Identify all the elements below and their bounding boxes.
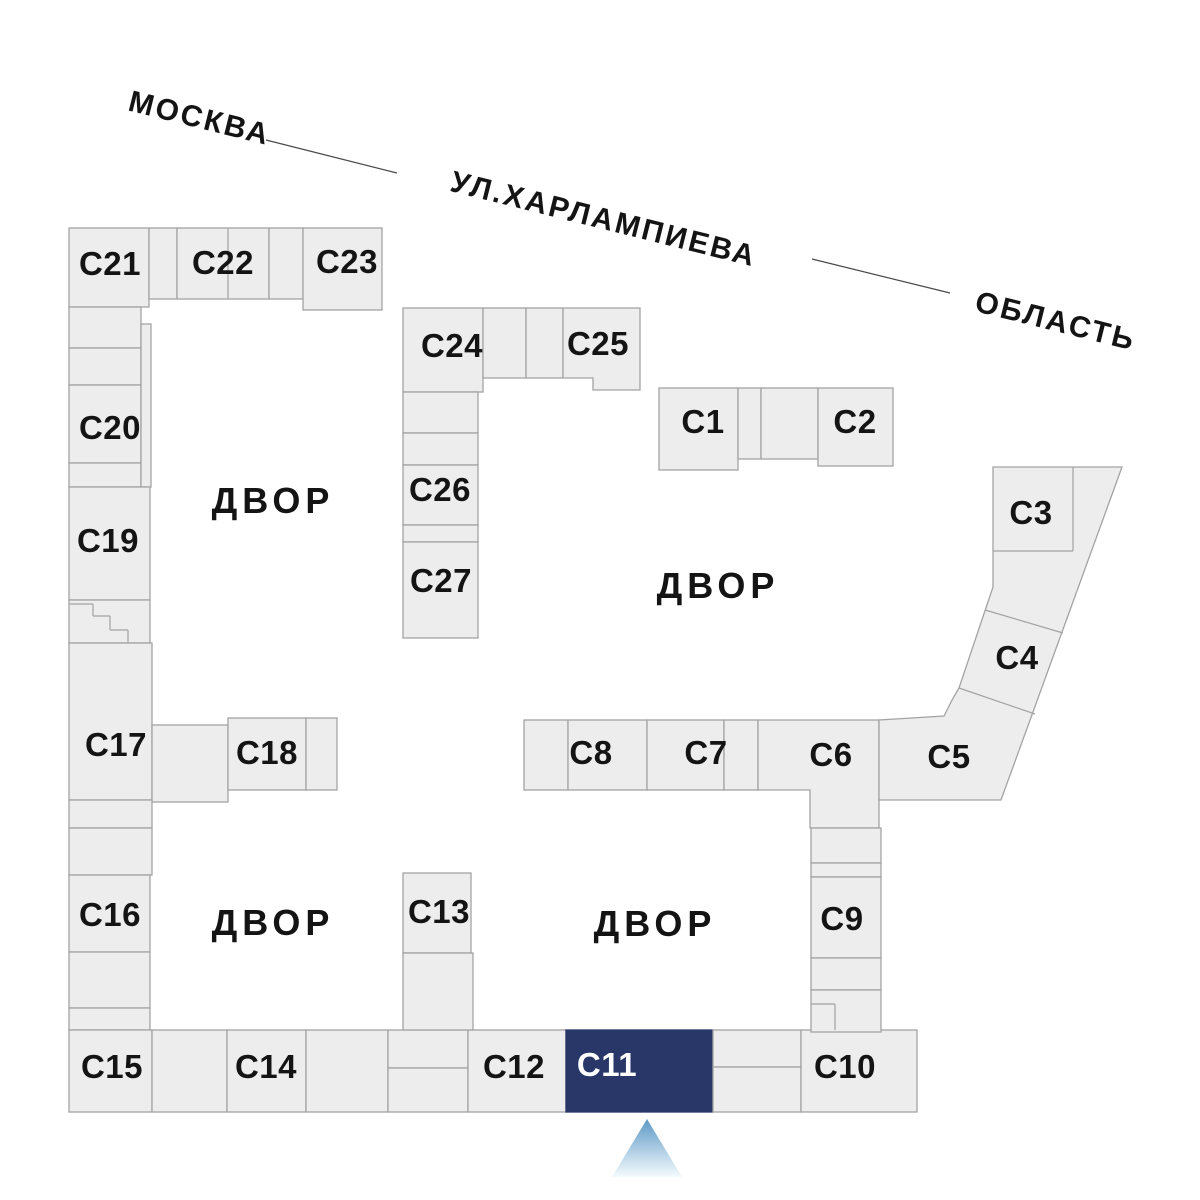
- building-segment: [402, 524, 479, 543]
- building-С21[interactable]: [68, 227, 150, 308]
- building-label-С6: С6: [809, 736, 852, 773]
- building-С2[interactable]: [817, 387, 894, 467]
- building-label-С12: С12: [483, 1048, 545, 1085]
- building-label-С2: С2: [833, 403, 876, 440]
- building-label-С25: С25: [567, 325, 629, 362]
- building-С27[interactable]: [402, 541, 479, 639]
- building-С8[interactable]: [567, 719, 648, 791]
- building-segment: [402, 391, 479, 434]
- building-label-С17: С17: [85, 726, 147, 763]
- building-label-С13: С13: [408, 893, 470, 930]
- selected-building-pointer-icon: [612, 1119, 682, 1177]
- building-label-С1: С1: [681, 403, 724, 440]
- building-segment: [387, 1029, 469, 1069]
- building-segment: [140, 323, 152, 488]
- building-label-С16: С16: [79, 896, 141, 933]
- building-label-С10: С10: [814, 1048, 876, 1085]
- building-segment: [402, 432, 479, 466]
- building-segment: [723, 719, 759, 791]
- building-segment: [523, 719, 569, 791]
- building-С11-selected[interactable]: [565, 1029, 714, 1113]
- building-segment: [878, 466, 1123, 801]
- building-label-С20: С20: [79, 409, 141, 446]
- building-С13[interactable]: [402, 872, 472, 954]
- building-С9[interactable]: [810, 876, 882, 959]
- building-label-С23: С23: [316, 243, 378, 280]
- building-label-С4: С4: [995, 639, 1038, 676]
- building-segment: [810, 957, 882, 991]
- building-С18[interactable]: [227, 717, 307, 791]
- building-segment: [305, 717, 338, 791]
- building-label-С24: С24: [421, 327, 483, 364]
- building-segment: [68, 799, 153, 829]
- block-divider-line: [958, 687, 1036, 715]
- courtyard-label: ДВОР: [657, 565, 780, 606]
- courtyard-label: ДВОР: [212, 902, 335, 943]
- building-С7[interactable]: [646, 719, 725, 791]
- building-segment: [268, 227, 304, 300]
- building-С23[interactable]: [302, 227, 383, 311]
- building-segment: [68, 827, 153, 876]
- building-segment: [387, 1067, 469, 1113]
- building-segment: [151, 724, 229, 803]
- building-segment: [68, 306, 142, 349]
- building-label-С14: С14: [235, 1048, 297, 1085]
- building-segment: [402, 952, 474, 1031]
- block-divider-line: [984, 609, 1064, 634]
- building-segment: [151, 1029, 228, 1113]
- street-connector-line: [265, 139, 398, 174]
- building-segment: [810, 827, 882, 864]
- building-С10[interactable]: [800, 1029, 918, 1113]
- building-С25[interactable]: [562, 307, 641, 391]
- building-label-С22: С22: [192, 244, 254, 281]
- building-segment: [525, 307, 564, 379]
- street-label: МОСКВА: [125, 85, 274, 152]
- building-label-С11: С11: [577, 1046, 637, 1083]
- building-label-С21: С21: [79, 245, 141, 282]
- courtyard-label: ДВОР: [212, 480, 335, 521]
- building-segment: [68, 462, 142, 488]
- building-С14[interactable]: [226, 1029, 307, 1113]
- building-segment: [68, 347, 142, 386]
- building-segment: [68, 951, 151, 1009]
- building-segment: [760, 387, 819, 460]
- building-segment: [712, 1029, 802, 1068]
- building-label-С18: С18: [236, 734, 298, 771]
- building-label-С7: С7: [684, 734, 727, 771]
- building-segment: [810, 862, 882, 878]
- building-label-С3: С3: [1009, 494, 1052, 531]
- building-С1[interactable]: [658, 387, 739, 471]
- building-label-С8: С8: [569, 734, 612, 771]
- building-С19[interactable]: [68, 486, 151, 601]
- street-label: УЛ.ХАРЛАМПИЕВА: [447, 165, 760, 273]
- building-label-С15: С15: [81, 1048, 143, 1085]
- building-segment: [712, 1066, 802, 1113]
- street-connector-line: [811, 258, 951, 294]
- building-label-С19: С19: [77, 522, 139, 559]
- building-С16[interactable]: [68, 874, 151, 953]
- courtyard-label: ДВОР: [594, 903, 717, 944]
- building-С26[interactable]: [402, 464, 479, 526]
- building-С22[interactable]: [176, 227, 270, 300]
- building-С15[interactable]: [68, 1029, 153, 1113]
- building-label-С5: С5: [927, 738, 970, 775]
- building-segment: [482, 307, 527, 379]
- building-segment: [305, 1029, 389, 1113]
- building-segment: [68, 1007, 151, 1031]
- street-label: ОБЛАСТЬ: [972, 286, 1140, 358]
- building-segment: [737, 387, 762, 460]
- building-label-С26: С26: [409, 471, 471, 508]
- building-label-С27: С27: [410, 562, 472, 599]
- building-segment: [810, 989, 882, 1033]
- building-С17[interactable]: [68, 642, 153, 801]
- building-segment: [148, 227, 178, 300]
- building-label-С9: С9: [820, 900, 863, 937]
